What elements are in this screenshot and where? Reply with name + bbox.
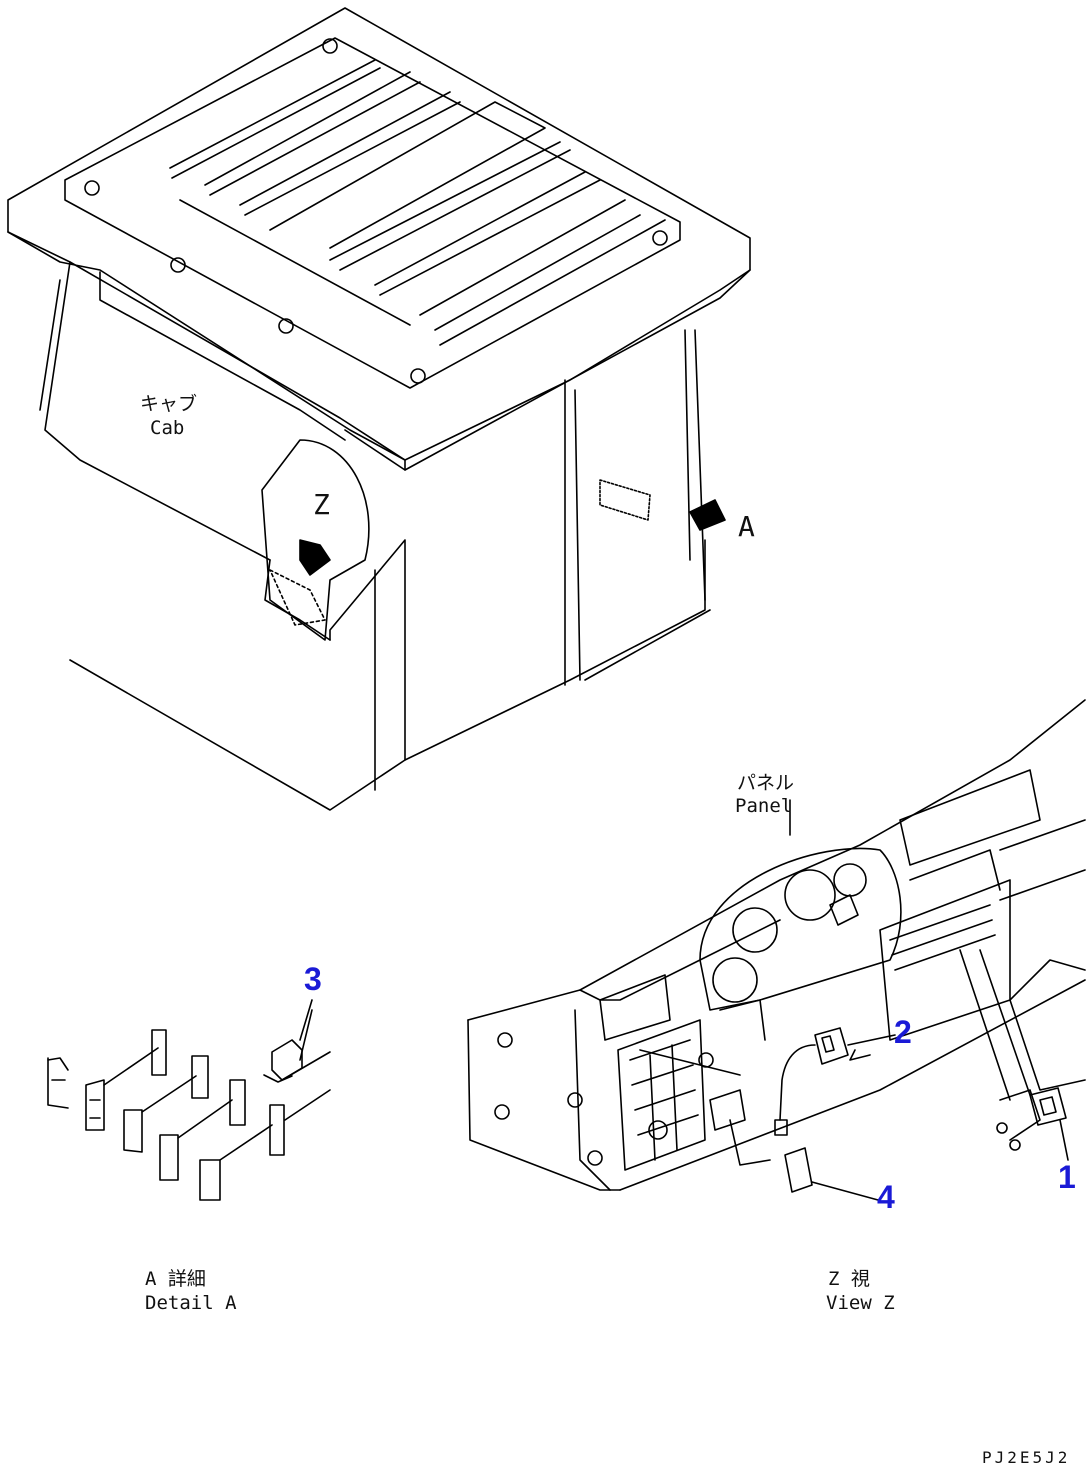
detail-a-label-en: Detail A [145, 1292, 237, 1314]
cab-label-en: Cab [150, 417, 185, 439]
panel-label-en: Panel [735, 795, 793, 817]
callout-3: 3 [304, 961, 322, 997]
callout-2: 2 [894, 1014, 912, 1050]
detail-a-label-jp: A 詳細 [145, 1268, 206, 1290]
callout-1: 1 [1058, 1159, 1076, 1195]
view-a-marker: A [738, 510, 755, 543]
panel-illustration [467, 699, 1086, 1201]
detail-a-illustration [47, 1009, 331, 1201]
leader-3 [299, 999, 313, 1041]
drawing-code: PJ2E5J2 [982, 1448, 1071, 1467]
view-z-label-en: View Z [826, 1292, 895, 1314]
callout-4: 4 [877, 1179, 895, 1215]
view-z-marker: Z [313, 488, 330, 521]
cab-label-jp: キャブ [140, 393, 198, 415]
cab-illustration [7, 7, 751, 811]
panel-label-jp: パネル [737, 772, 795, 794]
view-z-label-jp: Z 視 [828, 1268, 870, 1290]
